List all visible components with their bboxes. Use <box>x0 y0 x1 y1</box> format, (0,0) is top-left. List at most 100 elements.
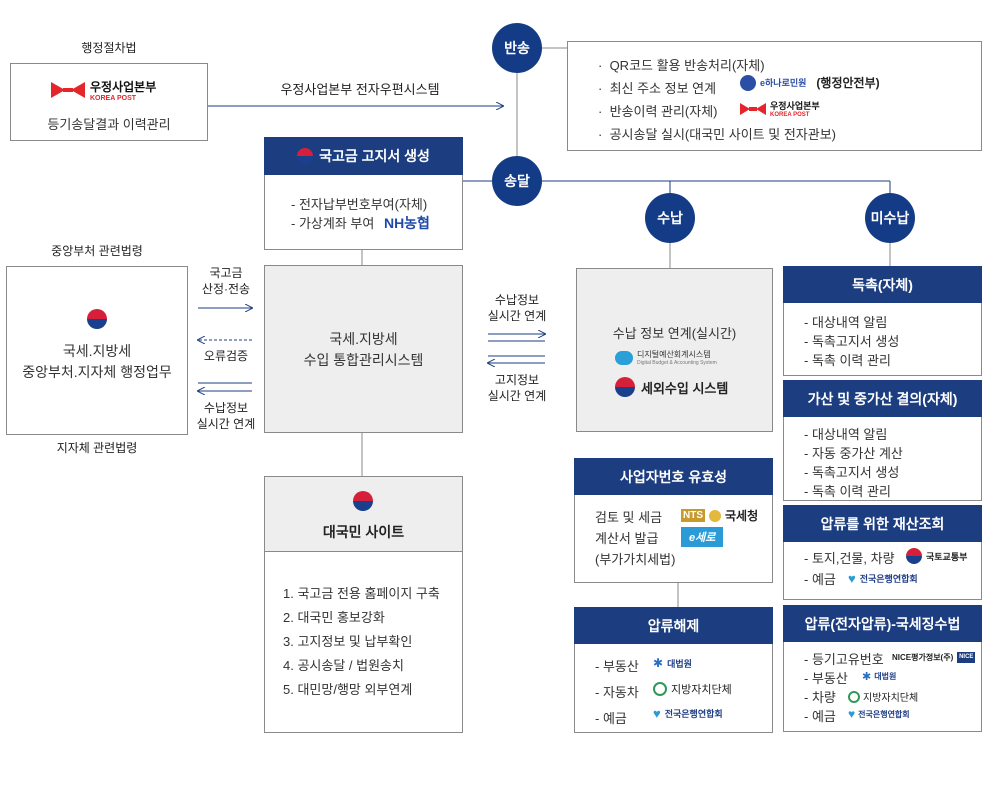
surcharge-list: - 대상내역 알림 - 자동 중가산 계산 - 독촉고지서 생성 - 독촉 이력… <box>804 425 903 501</box>
korea-post-sub: KOREA POST <box>770 112 810 118</box>
bank-federation-logo: ♥ 전국은행연합회 <box>653 706 723 721</box>
nts-logo: NTS 국세청 <box>681 507 758 524</box>
notice-box: 국고금 고지서 생성 - 전자납부번호부여(자체) - 가상계좌 부여 NH농협 <box>264 137 463 250</box>
admin-text: 국세.지방세 중앙부처.지자체 행정업무 <box>7 341 187 383</box>
portal-header: 대국민 사이트 <box>264 476 463 552</box>
seizure-list: - 등기고유번호 - 부동산 - 차량 - 예금 <box>804 650 884 726</box>
supreme-court-text: 대법원 <box>874 672 897 681</box>
molit-text: 국토교통부 <box>926 551 968 562</box>
seizure-item: - 부동산 <box>804 671 848 686</box>
property-item: - 예금 <box>804 572 836 587</box>
surcharge-item: - 자동 중가산 계산 <box>804 446 903 461</box>
post-history-box: 우정사업본부 KOREA POST 등기송달결과 이력관리 <box>10 63 208 141</box>
dunning-list: - 대상내역 알림 - 독촉고지서 생성 - 독촉 이력 관리 <box>804 313 899 370</box>
korea-post-name: 우정사업본부 <box>90 80 157 94</box>
nh-logo: NH농협 <box>383 215 430 231</box>
korea-post-logo-2: 우정사업본부 KOREA POST <box>740 99 820 118</box>
release-item: - 예금 <box>595 711 627 726</box>
seizure-header: 압류(전자압류)-국세징수법 <box>783 605 982 642</box>
admin-box: 국세.지방세 중앙부처.지자체 행정업무 <box>6 266 188 435</box>
dbrain-logo: 디지털예산회계시스템 Digital Budget & Accounting S… <box>615 349 717 366</box>
korea-post-sub: KOREA POST <box>90 95 137 102</box>
nts-tag: NTS <box>681 509 705 522</box>
post-history-caption: 등기송달결과 이력관리 <box>47 117 171 132</box>
return-item: · 공시송달 실시(대국민 사이트 및 전자관보) <box>598 127 836 142</box>
bizno-item: (부가가치세법) <box>595 552 676 567</box>
dbrain-icon <box>615 350 633 365</box>
portal-item: 4. 공시송달 / 법원송치 <box>283 658 404 673</box>
property-list: - 토지,건물, 차량 - 예금 <box>804 548 895 590</box>
notice-item: - 전자납부번호부여(자체) <box>291 197 428 212</box>
bank-federation-icon: ♥ <box>653 706 661 721</box>
surcharge-box: 가산 및 중가산 결의(자체) - 대상내역 알림 - 자동 중가산 계산 - … <box>783 380 982 501</box>
bizno-item: 검토 및 세금 <box>595 510 663 525</box>
paid-info-box: 수납 정보 연계(실시간) 디지털예산회계시스템 Digital Budget … <box>576 268 773 432</box>
integrated-system-text: 국세.지방세 수입 통합관리시스템 <box>265 329 462 371</box>
return-list: · QR코드 활용 반송처리(자체) · 최신 주소 정보 연계 · 반송이력 … <box>598 54 836 146</box>
circle-unpaid: 미수납 <box>865 193 915 243</box>
seizure-item: - 차량 <box>804 690 836 705</box>
bizno-box: 사업자번호 유효성 검토 및 세금 계산서 발급 (부가가치세법) NTS 국세… <box>574 458 773 583</box>
dbrain-text: 디지털예산회계시스템 <box>637 350 711 359</box>
admin-line2: 중앙부처.지자체 행정업무 <box>22 364 172 380</box>
taeguk-icon <box>297 148 314 164</box>
taeguk-icon <box>353 491 373 511</box>
notice-header: 국고금 고지서 생성 <box>264 137 463 175</box>
return-item: · 최신 주소 정보 연계 <box>598 81 717 96</box>
supreme-court-logo: ✱ 대법원 <box>862 670 896 683</box>
property-box: 압류를 위한 재산조회 - 토지,건물, 차량 - 예금 국토교통부 ♥ 전국은… <box>783 505 982 600</box>
ehanaro-text: e하나로민원 <box>760 78 807 88</box>
circle-return: 반송 <box>492 23 542 73</box>
notice-list: - 전자납부번호부여(자체) - 가상계좌 부여 NH농협 <box>291 195 430 233</box>
korea-post-icon <box>740 102 766 115</box>
local-gov-icon <box>848 690 860 703</box>
taeguk-icon <box>87 309 107 329</box>
taeguk-icon <box>615 377 635 397</box>
supreme-court-icon: ✱ <box>862 671 872 683</box>
bank-federation-icon: ♥ <box>848 707 856 721</box>
portal-list-box: 1. 국고금 전용 홈페이지 구축 2. 대국민 홍보강화 3. 고지정보 및 … <box>264 551 463 733</box>
molit-logo: 국토교통부 <box>906 548 967 564</box>
property-header: 압류를 위한 재산조회 <box>783 505 982 542</box>
surcharge-item: - 대상내역 알림 <box>804 427 888 442</box>
bank-federation-text: 전국은행연합회 <box>858 709 910 719</box>
integrated-line2: 수입 통합관리시스템 <box>303 352 424 368</box>
notice-title: 국고금 고지서 생성 <box>319 148 430 164</box>
law-central: 중앙부처 관련법령 <box>51 244 143 258</box>
seizure-item: - 예금 <box>804 709 836 724</box>
return-item: · 반송이력 관리(자체) <box>598 104 718 119</box>
dunning-item: - 독촉고지서 생성 <box>804 334 900 349</box>
dunning-box: 독촉(자체) - 대상내역 알림 - 독촉고지서 생성 - 독촉 이력 관리 <box>783 266 982 376</box>
surcharge-item: - 독촉 이력 관리 <box>804 484 891 499</box>
bank-federation-text: 전국은행연합회 <box>664 709 723 719</box>
bank-federation-icon: ♥ <box>848 571 856 586</box>
dunning-item: - 대상내역 알림 <box>804 315 888 330</box>
post-arrow-label: 우정사업본부 전자우편시스템 <box>280 82 440 97</box>
supreme-court-icon: ✱ <box>653 656 664 670</box>
bank-federation-logo: ♥ 전국은행연합회 <box>848 707 910 721</box>
left-arrow-label-2: 오류검증 <box>203 349 249 363</box>
bank-federation-text: 전국은행연합회 <box>859 574 918 584</box>
ehanaro-icon <box>740 74 756 91</box>
seizure-release-list: - 부동산 - 자동차 - 예금 <box>595 654 639 732</box>
non-tax-text: 세외수입 시스템 <box>641 380 729 396</box>
bizno-header: 사업자번호 유효성 <box>574 458 773 495</box>
admin-line1: 국세.지방세 <box>62 343 132 359</box>
seizure-box: 압류(전자압류)-국세징수법 - 등기고유번호 - 부동산 - 차량 - 예금 … <box>783 605 982 732</box>
portal-item: 3. 고지정보 및 납부확인 <box>283 634 413 649</box>
local-gov-text: 지방자치단체 <box>863 693 919 704</box>
surcharge-item: - 독촉고지서 생성 <box>804 465 900 480</box>
law-local: 지자체 관련법령 <box>56 441 138 455</box>
release-item: - 부동산 <box>595 659 639 674</box>
bank-federation-logo: ♥ 전국은행연합회 <box>848 571 918 586</box>
supreme-court-text: 대법원 <box>667 658 692 669</box>
dunning-item: - 독촉 이력 관리 <box>804 353 891 368</box>
local-gov-icon <box>653 682 667 696</box>
local-gov-logo: 지방자치단체 <box>848 689 918 704</box>
nts-text: 국세청 <box>725 509 759 523</box>
supreme-court-logo: ✱ 대법원 <box>653 656 692 670</box>
